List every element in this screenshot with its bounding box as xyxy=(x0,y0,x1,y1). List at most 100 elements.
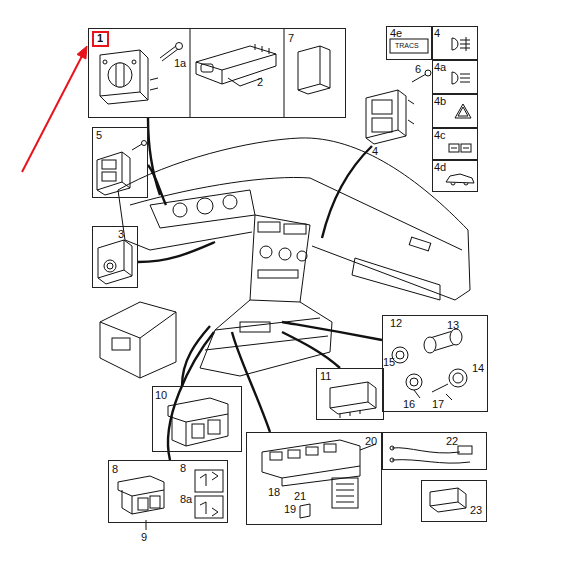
callout-panel: 4d xyxy=(432,160,478,192)
illustration-path xyxy=(414,390,420,398)
callout-panel: 4 xyxy=(432,26,478,60)
callout-panel: 23 xyxy=(421,480,487,522)
illustration-path xyxy=(408,100,414,124)
illustration-circle xyxy=(425,70,431,76)
illustration-circle xyxy=(173,203,187,217)
illustration-circle xyxy=(410,378,418,386)
callout-panel: 20182119 xyxy=(246,432,382,525)
callout-panel: 11 xyxy=(316,368,384,420)
illustration-path xyxy=(282,466,360,486)
callout-panel: 10 xyxy=(152,386,242,452)
illustration-path xyxy=(282,332,340,368)
illustration-path xyxy=(366,90,406,138)
callout-number: 7 xyxy=(288,33,294,44)
illustration-line xyxy=(284,28,285,118)
callout-number: 4d xyxy=(434,162,446,173)
illustration-rect xyxy=(372,100,392,114)
callout-number: 10 xyxy=(155,390,167,401)
illustration-rect xyxy=(195,496,223,518)
illustration-path xyxy=(366,90,406,144)
illustration-circle xyxy=(176,43,183,50)
callout-number: 4e xyxy=(390,28,402,39)
callout-number: TRACS xyxy=(395,42,419,49)
illustration-rect xyxy=(258,270,298,278)
illustration-rect xyxy=(372,118,392,132)
illustration-circle xyxy=(260,246,272,258)
callout-number: 9 xyxy=(141,532,147,543)
illustration-path xyxy=(100,50,148,100)
illustration-path xyxy=(132,144,142,150)
illustration-path xyxy=(122,490,164,514)
illustration-rect xyxy=(288,450,300,458)
callout-number: 4c xyxy=(434,130,446,141)
illustration-g xyxy=(97,28,474,530)
illustration-path xyxy=(146,520,147,530)
illustration-path xyxy=(200,472,218,516)
illustration-path xyxy=(262,440,360,478)
illustration-circle xyxy=(297,251,307,261)
illustration-path xyxy=(172,414,228,446)
illustration-path xyxy=(138,242,215,262)
illustration-path xyxy=(118,476,164,496)
illustration-path xyxy=(118,138,468,230)
illustration-path xyxy=(250,215,310,302)
illustration-path xyxy=(100,302,176,378)
illustration-path xyxy=(330,382,376,418)
illustration-circle xyxy=(406,374,422,390)
illustration-circle xyxy=(396,351,404,359)
illustration-rect xyxy=(306,447,318,455)
callout-number: 21 xyxy=(294,491,306,502)
illustration-path xyxy=(322,146,372,238)
callout-number: 11 xyxy=(320,371,331,382)
illustration-rect xyxy=(138,498,148,510)
illustration-polygon xyxy=(77,46,87,59)
illustration-rect xyxy=(258,222,280,232)
illustration-path xyxy=(430,488,466,508)
callout-panel: 5 xyxy=(92,127,148,198)
illustration-ellipse xyxy=(424,337,436,353)
callout-number: 20 xyxy=(365,436,377,447)
illustration-rect xyxy=(409,237,430,251)
callout-number: 17 xyxy=(432,399,444,410)
callout-panel: 888a xyxy=(108,460,228,523)
callout-panel: 3 xyxy=(92,226,138,288)
callout-panel: 121315141617 xyxy=(382,315,488,412)
illustration-circle xyxy=(104,260,116,272)
illustration-circle xyxy=(103,60,107,64)
callout-panel: 1a271 xyxy=(88,28,346,118)
illustration-path xyxy=(452,37,470,51)
illustration-path xyxy=(336,484,354,502)
illustration-rect xyxy=(112,338,130,350)
illustration-rect xyxy=(284,224,306,234)
callout-number: 4b xyxy=(434,96,446,107)
illustration-circle xyxy=(223,195,237,209)
illustration-circle xyxy=(197,198,213,214)
illustration-rect xyxy=(390,39,428,53)
callout-panel: 4eTRACS xyxy=(386,26,432,60)
illustration-rect xyxy=(270,452,282,460)
illustration-path xyxy=(97,152,130,190)
illustration-circle xyxy=(453,373,463,383)
illustration-path xyxy=(200,300,332,376)
illustration-path xyxy=(150,190,255,228)
callout-number: 14 xyxy=(472,363,484,374)
illustration-path xyxy=(300,504,310,518)
callout-number: 4 xyxy=(434,28,440,39)
illustration-path xyxy=(298,46,330,94)
callout-number: 8 xyxy=(180,463,186,474)
illustration-path xyxy=(412,74,426,82)
illustration-ellipse xyxy=(450,329,462,345)
callout-number: 15 xyxy=(383,357,395,368)
illustration-path xyxy=(446,174,474,185)
illustration-path xyxy=(118,190,470,300)
illustration-rect xyxy=(324,444,336,452)
callout-panel: 4b xyxy=(432,94,478,128)
illustration-path xyxy=(98,240,132,278)
illustration-path xyxy=(196,46,276,84)
illustration-circle xyxy=(279,248,291,260)
callout-panel: 4c xyxy=(432,128,478,160)
illustration-path xyxy=(352,258,440,300)
